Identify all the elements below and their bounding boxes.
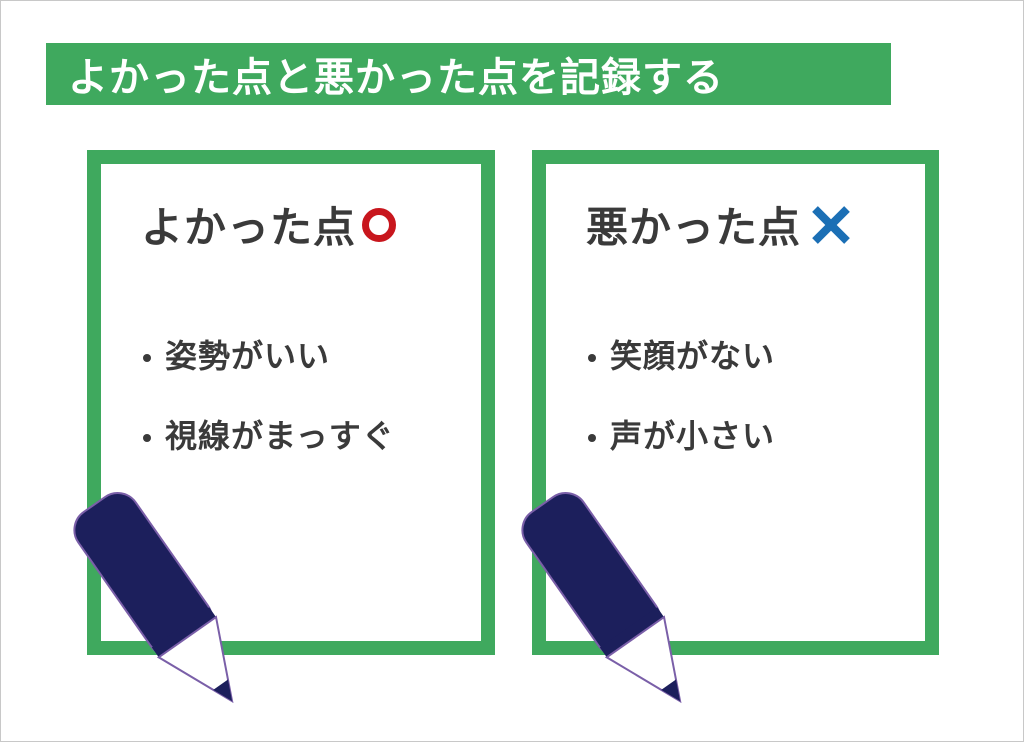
list-item: 視線がまっすぐ bbox=[141, 412, 395, 492]
pencil-icon bbox=[73, 492, 234, 704]
list-item-text: 笑顔がない bbox=[610, 337, 776, 375]
bullet-icon bbox=[143, 434, 151, 442]
banner-title: よかった点と悪かった点を記録する bbox=[68, 55, 724, 101]
cross-mark-icon bbox=[812, 205, 850, 244]
bullet-icon bbox=[143, 354, 151, 362]
good-card-header: よかった点 bbox=[141, 194, 397, 255]
title-banner: よかった点と悪かった点を記録する bbox=[46, 43, 891, 105]
bullet-icon bbox=[588, 434, 596, 442]
bad-card-header: 悪かった点 bbox=[586, 194, 853, 255]
list-item-text: 視線がまっすぐ bbox=[165, 417, 395, 455]
list-item: 声が小さい bbox=[586, 412, 775, 492]
list-item-text: 姿勢がいい bbox=[165, 337, 331, 375]
good-card-title: よかった点 bbox=[141, 203, 357, 252]
good-points-list: 姿勢がいい 視線がまっすぐ bbox=[141, 332, 395, 492]
list-item: 姿勢がいい bbox=[141, 332, 395, 412]
list-item: 笑顔がない bbox=[586, 332, 775, 412]
bullet-icon bbox=[588, 354, 596, 362]
pencil-icon bbox=[521, 492, 682, 704]
circle-mark-icon bbox=[362, 207, 397, 242]
list-item-text: 声が小さい bbox=[610, 417, 776, 455]
bad-points-list: 笑顔がない 声が小さい bbox=[586, 332, 775, 492]
bad-card-title: 悪かった点 bbox=[586, 203, 802, 252]
